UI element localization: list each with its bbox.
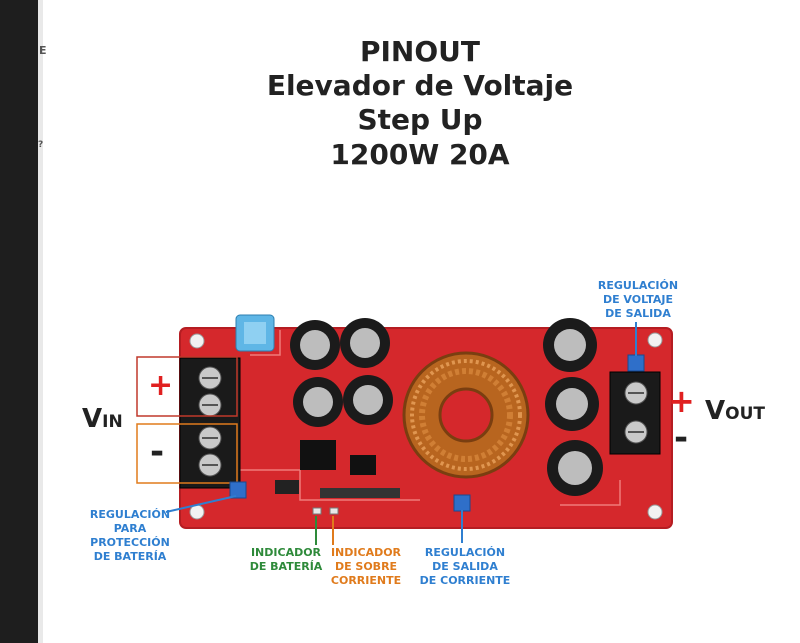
vout-label-main: V: [705, 396, 726, 426]
led-battery: [312, 507, 322, 515]
input-plus-sign: +: [148, 368, 174, 403]
annotation-line: PARA: [113, 522, 147, 535]
title-line-3: Step Up: [357, 103, 483, 136]
annotation-battery-indicator: INDICADOR DE BATERÍA: [248, 546, 324, 574]
annotation-line: REGULACIÓN: [89, 508, 171, 521]
vin-label: VIN: [82, 404, 123, 434]
output-minus-sign: -: [674, 418, 689, 458]
annotation-line: DE BATERÍA: [249, 560, 323, 573]
strip-char-top: E: [39, 44, 47, 57]
annotation-line: INDICADOR: [250, 546, 322, 559]
mount-hole: [189, 504, 205, 520]
potentiometer-current: [453, 494, 471, 512]
vout-label: VOUT: [705, 396, 765, 426]
ic-chip: [350, 455, 376, 475]
input-capacitors: [290, 318, 393, 427]
annotation-line: INDICADOR: [330, 546, 402, 559]
title-line-4: 1200W 20A: [330, 138, 510, 171]
title-line-2: Elevador de Voltaje: [266, 69, 574, 102]
annotation-line: DE CORRIENTE: [419, 574, 511, 587]
led-overcurrent: [329, 507, 339, 515]
left-edge-border: [38, 0, 43, 643]
strip-char-mid: ?: [38, 140, 44, 150]
annotation-voltage-regulation: REGULACIÓN DE VOLTAJE DE SALIDA: [592, 279, 684, 321]
toroid-inductor: [402, 351, 530, 479]
vin-label-sub: IN: [102, 412, 123, 432]
annotation-line: DE SALIDA: [432, 560, 498, 573]
vout-label-sub: OUT: [725, 404, 765, 424]
annotation-line: DE SALIDA: [605, 307, 671, 320]
ic-chip: [275, 480, 299, 494]
mount-hole: [647, 332, 663, 348]
input-minus-sign: -: [150, 432, 165, 472]
leader-battery-protection: [165, 495, 237, 513]
annotation-line: REGULACIÓN: [597, 279, 679, 292]
output-capacitors: [543, 318, 603, 496]
annotation-battery-protection: REGULACIÓN PARA PROTECCIÓN DE BATERÍA: [80, 508, 180, 564]
annotation-line: DE SOBRE: [334, 560, 398, 573]
input-minus-box: [136, 423, 238, 484]
left-edge-strip: [0, 0, 38, 643]
annotation-line: CORRIENTE: [330, 574, 402, 587]
potentiometer-voltage: [627, 354, 645, 372]
input-plus-box: [136, 356, 238, 417]
vin-label-main: V: [82, 404, 103, 434]
annotation-current-regulation: REGULACIÓN DE SALIDA DE CORRIENTE: [416, 546, 514, 588]
resistor-row: [320, 488, 400, 498]
output-plus-sign: +: [668, 382, 695, 420]
annotation-overcurrent-indicator: INDICADOR DE SOBRE CORRIENTE: [328, 546, 404, 588]
annotation-line: REGULACIÓN: [424, 546, 506, 559]
annotation-line: DE VOLTAJE: [602, 293, 674, 306]
output-terminal-block: [609, 371, 661, 455]
mount-hole: [189, 333, 205, 349]
annotation-line: DE BATERÍA: [93, 550, 167, 563]
mount-hole: [647, 504, 663, 520]
ic-chip: [300, 440, 336, 470]
potentiometer-battery: [229, 481, 247, 499]
title-line-1: PINOUT: [359, 35, 480, 68]
input-terminal-block: [179, 357, 241, 489]
annotation-line: PROTECCIÓN: [90, 536, 170, 549]
